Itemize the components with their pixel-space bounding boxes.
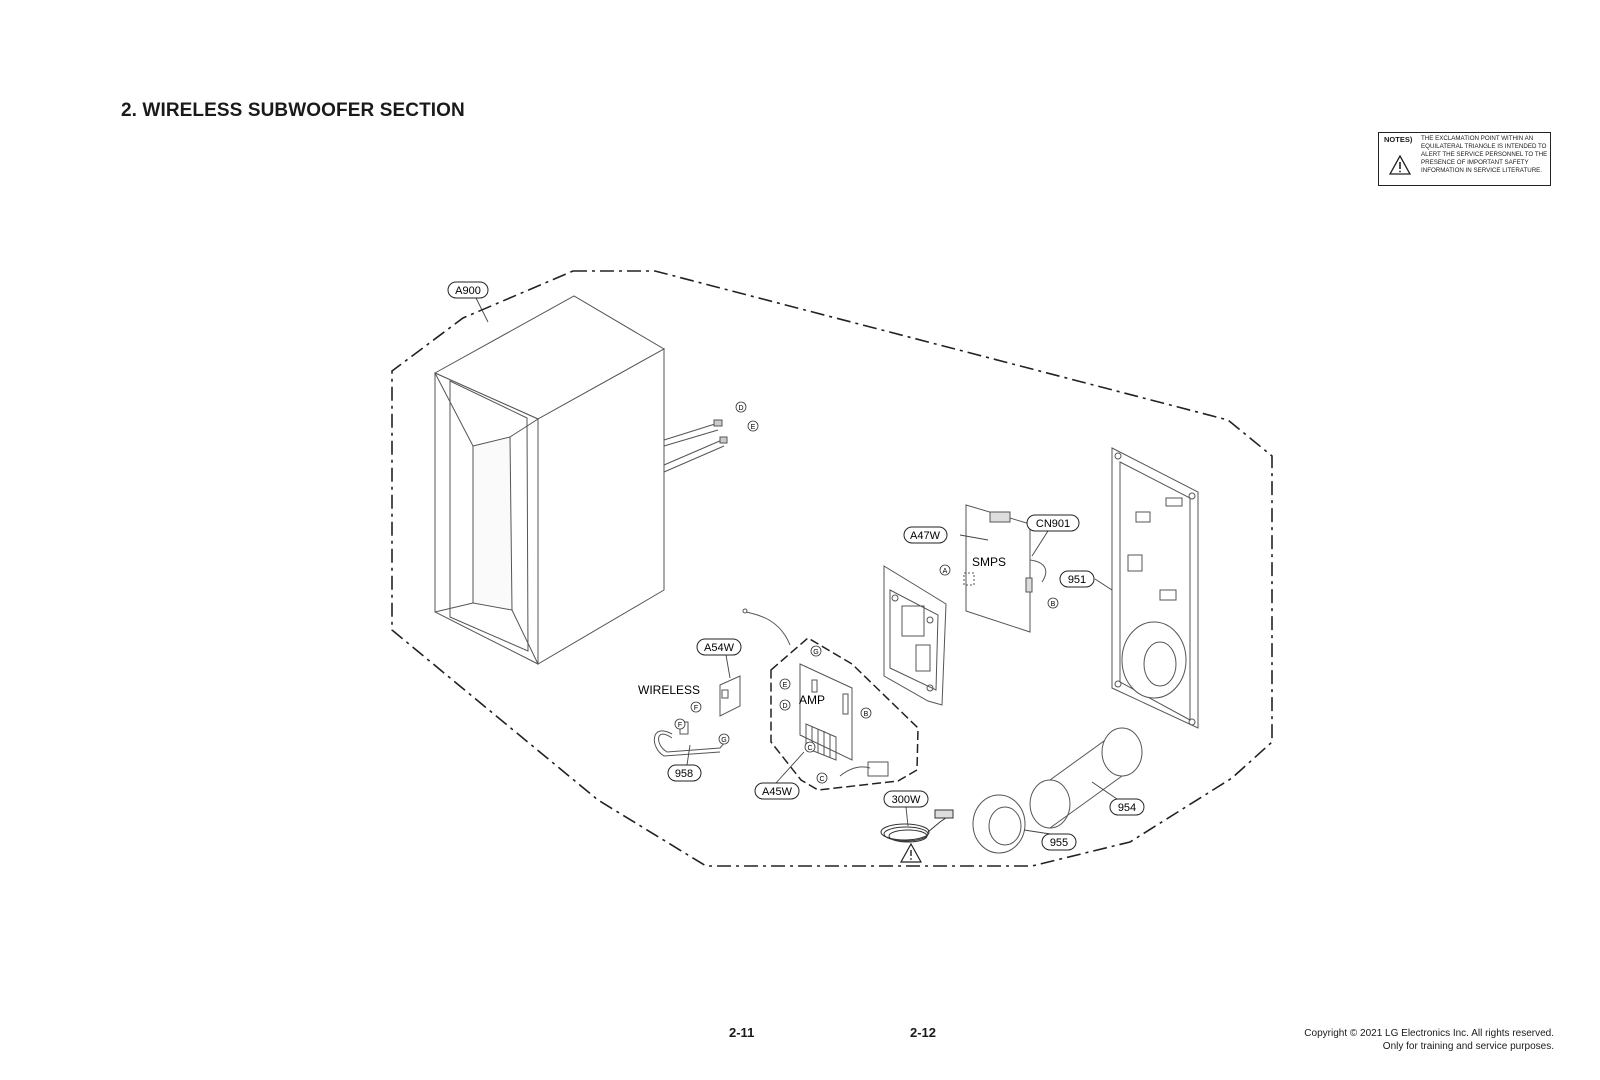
antenna-wire xyxy=(745,611,791,646)
section-title: 2. WIRELESS SUBWOOFER SECTION xyxy=(121,100,465,121)
callout-955: 955 xyxy=(1041,833,1077,851)
callout-958: 958 xyxy=(667,764,702,782)
svg-text:B: B xyxy=(1051,601,1056,608)
svg-text:G: G xyxy=(721,737,726,744)
connector-b-smps: B xyxy=(1047,597,1059,609)
svg-text:D: D xyxy=(738,405,743,412)
label-300w: 300W xyxy=(892,794,921,806)
connector-f-cable: F xyxy=(674,718,686,730)
connector-d-amp: D xyxy=(779,699,791,711)
copyright-line-1: Copyright © 2021 LG Electronics Inc. All… xyxy=(1304,1028,1554,1039)
svg-text:D: D xyxy=(782,703,787,710)
svg-text:G: G xyxy=(813,649,818,656)
amp-text: AMP xyxy=(799,693,825,707)
connector-e-amp: E xyxy=(779,678,791,690)
label-954: 954 xyxy=(1118,802,1136,814)
svg-text:C: C xyxy=(819,776,824,783)
label-a47w: A47W xyxy=(910,530,941,542)
svg-text:E: E xyxy=(751,424,756,431)
callout-a54w: A54W xyxy=(696,638,742,656)
connector-c-amp: C xyxy=(804,741,816,753)
front-panel-illustration xyxy=(1111,447,1199,729)
label-955: 955 xyxy=(1050,837,1068,849)
pcb-bracket xyxy=(883,565,947,706)
label-a54w: A54W xyxy=(704,642,735,654)
flat-cable-illustration xyxy=(653,721,726,757)
connector-e-cabinet: E xyxy=(747,420,759,432)
connector-d-cabinet: D xyxy=(735,401,747,413)
page-number-left: 2-11 xyxy=(729,1025,755,1040)
callout-cn901: CN901 xyxy=(1026,514,1080,532)
cabinet-illustration xyxy=(433,295,666,665)
svg-text:C: C xyxy=(807,745,812,752)
amp-boundary xyxy=(770,637,919,791)
svg-text:B: B xyxy=(864,711,869,718)
label-cn901: CN901 xyxy=(1036,518,1070,530)
notes-label: NOTES) xyxy=(1384,135,1413,144)
callout-951: 951 xyxy=(1059,570,1095,588)
callout-a45w: A45W xyxy=(754,782,800,800)
connector-c-cable: C xyxy=(816,772,828,784)
safety-notes-box: NOTES) THE EXCLAMATION POINT WITHIN AN E… xyxy=(1378,132,1551,186)
smps-board-illustration xyxy=(963,504,1047,633)
callout-300w: 300W xyxy=(883,790,929,808)
label-a900: A900 xyxy=(455,285,481,297)
callout-954: 954 xyxy=(1109,798,1145,816)
svg-text:F: F xyxy=(694,705,698,712)
connector-g-cable: G xyxy=(718,733,730,745)
wireless-text: WIRELESS xyxy=(638,683,700,697)
connector-a: A xyxy=(939,564,951,576)
amp-board-illustration xyxy=(799,663,889,777)
connector-f-module: F xyxy=(690,701,702,713)
warning-triangle-icon xyxy=(1389,155,1411,175)
notes-text: THE EXCLAMATION POINT WITHIN AN EQUILATE… xyxy=(1421,135,1548,175)
power-cord-illustration xyxy=(880,809,954,843)
wireless-module-illustration xyxy=(719,675,741,717)
assembly-boundary xyxy=(391,270,1273,867)
connector-g-amp: G xyxy=(810,645,822,657)
svg-text:E: E xyxy=(783,682,788,689)
svg-text:A: A xyxy=(943,568,948,575)
power-cord-warning-icon xyxy=(899,842,923,863)
port-tube-illustration xyxy=(1029,727,1143,829)
port-flange-illustration xyxy=(972,794,1026,854)
label-951: 951 xyxy=(1068,574,1086,586)
callout-a47w: A47W xyxy=(903,526,948,544)
copyright-line-2: Only for training and service purposes. xyxy=(1382,1041,1554,1052)
leader-lines xyxy=(475,297,1118,836)
copyright-block: Copyright © 2021 LG Electronics Inc. All… xyxy=(1304,1027,1554,1053)
svg-text:F: F xyxy=(678,722,682,729)
callout-a900: A900 xyxy=(447,281,489,299)
page-number-right: 2-12 xyxy=(910,1025,937,1040)
connector-b-amp: B xyxy=(860,707,872,719)
cabinet-cables xyxy=(663,419,728,473)
label-a45w: A45W xyxy=(762,786,793,798)
label-958: 958 xyxy=(675,768,693,780)
smps-text: SMPS xyxy=(972,555,1006,569)
